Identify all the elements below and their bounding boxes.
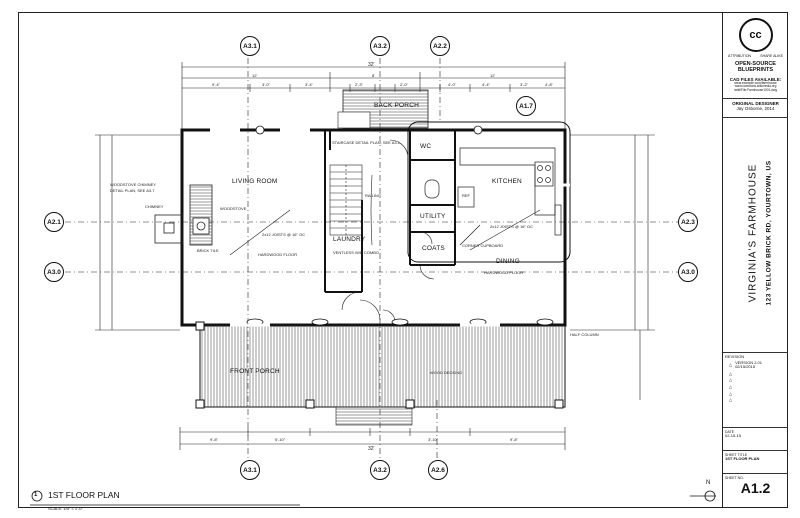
drawing-number: 1 <box>34 492 38 498</box>
title-block: cc ATTRIBUTION SHARE ALIKE OPEN-SOURCE B… <box>722 12 788 508</box>
room-coats: COATS <box>422 245 445 252</box>
revision-version: VERSION 2.01 <box>735 359 762 365</box>
room-back-porch: BACK PORCH <box>374 102 419 109</box>
revision-row: △ <box>725 371 786 378</box>
note-hardwood-living: HARDWOOD FLOOR <box>258 252 298 257</box>
project-address: 123 YELLOW BRICK RD, YOURTOWN, US <box>765 160 773 306</box>
triangle-icon: △ <box>729 370 733 376</box>
section-bubble-bottom-2[interactable]: A3.2 <box>370 460 390 480</box>
designer-label: ORIGINAL DESIGNER <box>732 101 779 106</box>
revision-label: REVISION <box>725 354 745 359</box>
room-dining: DINING <box>496 258 520 265</box>
dim-bottom-4: 9'-8" <box>510 437 518 442</box>
section-bubble-right-1[interactable]: A2.3 <box>678 212 698 232</box>
section-bubble-bottom-3[interactable]: A2.6 <box>428 460 448 480</box>
designer-name: Jay Osborne, 2014 <box>736 106 775 112</box>
room-living: LIVING ROOM <box>232 178 278 185</box>
date-value: 02-15-15 <box>725 433 742 439</box>
dim-seg-1: 12' <box>252 73 258 78</box>
note-hardwood-dining: HARDWOOD FLOOR <box>484 270 524 275</box>
sheet-title-value: 1ST FLOOR PLAN <box>725 456 760 462</box>
triangle-icon: △ <box>729 377 733 383</box>
triangle-icon: △ <box>729 390 733 396</box>
revision-row: △ <box>725 384 786 391</box>
dim-sub-4: 2'-3" <box>355 82 363 87</box>
cad-heading: CAD FILES AVAILABLE: <box>729 76 782 82</box>
note-wood-decking: WOOD DECKING <box>430 370 463 375</box>
note-joists-kitchen: 2x12 JOISTS @ 16" OC <box>490 224 534 229</box>
note-detail-plan: DETAIL PLAN, SEE A3.7 <box>110 188 155 193</box>
date-label: DATE <box>725 430 735 434</box>
section-bubble-top-1[interactable]: A3.1 <box>240 36 260 56</box>
room-laundry: LAUNDRY <box>333 236 366 243</box>
dim-sub-9: 4'-8" <box>545 82 553 87</box>
note-woodstove-chimney: WOODSTOVE CHIMNEY <box>110 182 156 187</box>
triangle-icon: △ <box>729 397 733 403</box>
dim-sub-7: 4'-4" <box>482 82 490 87</box>
cad-line-2[interactable]: www.commons.wikimedia.org <box>734 84 777 89</box>
dim-bottom-1: 9'-8" <box>210 437 218 442</box>
revision-date: 02/15/2015 <box>735 364 756 370</box>
revision-row: △ <box>725 391 786 398</box>
dim-sub-6: 4'-0" <box>448 82 456 87</box>
note-ref: REF <box>462 193 470 198</box>
dim-sub-5: 2'-0" <box>400 82 408 87</box>
dim-sub-3: 3'-4" <box>305 82 313 87</box>
sheet-title-label: SHEET TITLE <box>725 453 748 457</box>
cc-logo-icon: cc <box>738 18 773 52</box>
drawing-title: 1ST FLOOR PLAN <box>48 490 120 500</box>
section-bubble-bottom-1[interactable]: A3.1 <box>240 460 260 480</box>
cad-line-1[interactable]: www.example.com/farmhouse <box>734 80 777 85</box>
project-name: VIRGINIA'S FARMHOUSE <box>747 163 759 303</box>
revision-row: △ <box>725 377 786 384</box>
dim-seg-2: 8' <box>372 73 375 78</box>
cad-line-3[interactable]: /wiki/File:Farmhouse1001.dwg <box>733 88 778 93</box>
dim-sub-1: 9'-4" <box>212 82 220 87</box>
dim-seg-3: 12' <box>490 73 496 78</box>
note-corner-cupboard: CORNER CUPBOARD <box>462 243 504 248</box>
dim-sub-2: 3'-0" <box>262 82 270 87</box>
share-alike-label: SHARE ALIKE <box>760 54 783 58</box>
section-bubble-top-3[interactable]: A2.2 <box>430 36 450 56</box>
note-chimney: CHIMNEY <box>145 204 164 209</box>
sheet-border <box>18 12 788 508</box>
triangle-icon: △ <box>729 361 733 367</box>
revision-row: △ <box>725 397 786 404</box>
license-text: OPEN-SOURCE BLUEPRINTS <box>735 61 776 74</box>
note-staircase: STAIRCASE DETAIL PLAN, SEE A3.1 <box>332 140 400 145</box>
room-front-porch: FRONT PORCH <box>230 368 280 375</box>
room-kitchen: KITCHEN <box>492 178 522 185</box>
sheet-no-label: SHEET NO. <box>725 476 744 480</box>
section-bubble-right-2[interactable]: A3.0 <box>678 262 698 282</box>
room-wc: WC <box>420 143 432 150</box>
note-ventless: VENTLESS W/D COMBO <box>333 250 380 255</box>
note-brick-tile: BRICK TILE <box>197 248 219 253</box>
note-half-column: HALF COLUMN <box>570 332 599 337</box>
note-railing: RAILING <box>365 193 382 198</box>
note-joists-living: 2x12 JOISTS @ 16" OC <box>262 232 306 237</box>
dim-bottom-3: 3'-10" <box>428 437 439 442</box>
section-bubble-mid[interactable]: A1.7 <box>516 96 536 116</box>
sheet-number: A1.2 <box>740 480 771 497</box>
triangle-icon: △ <box>729 383 733 389</box>
drawing-scale: SCALE: 1/4" = 1'-0" <box>48 506 83 511</box>
section-bubble-left-2[interactable]: A3.0 <box>44 262 64 282</box>
note-woodstove: WOODSTOVE <box>220 206 247 211</box>
dim-bottom-overall: 32' <box>368 446 375 452</box>
room-utility: UTILITY <box>420 213 446 220</box>
dim-sub-8: 3'-2" <box>520 82 528 87</box>
dim-bottom-2: 5'-10" <box>275 437 286 442</box>
section-bubble-top-2[interactable]: A3.2 <box>370 36 390 56</box>
north-arrow-label: N <box>706 480 711 486</box>
section-bubble-left-1[interactable]: A2.1 <box>44 212 64 232</box>
dim-overall: 32' <box>368 62 375 68</box>
attribution-label: ATTRIBUTION <box>728 54 752 58</box>
